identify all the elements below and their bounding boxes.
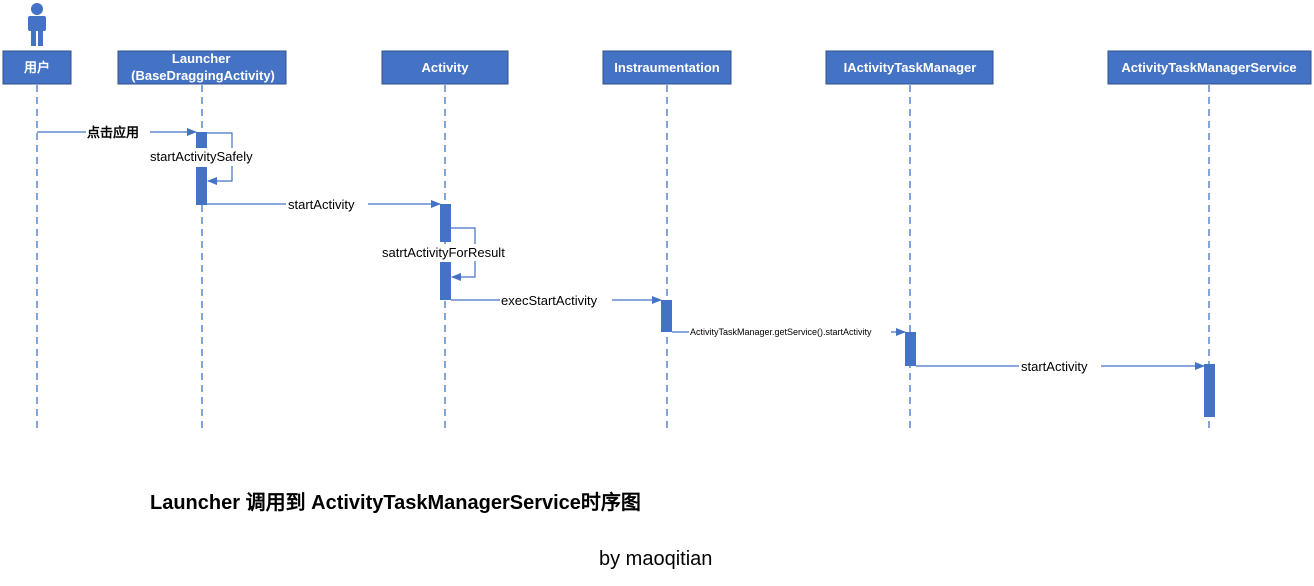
participant-instrumentation: Instraumentation: [602, 50, 732, 85]
activation-bar: [905, 332, 916, 366]
activation-bar: [661, 300, 672, 332]
message-label: execStartActivity: [501, 293, 598, 308]
message-label: 点击应用: [87, 125, 139, 140]
message-label: startActivity: [288, 197, 355, 212]
participant-iatm: IActivityTaskManager: [825, 50, 994, 85]
message-label: startActivity: [1021, 359, 1088, 374]
participant-label: ActivityTaskManagerService: [1121, 60, 1296, 75]
participant-launcher: Launcher (BaseDraggingActivity): [117, 50, 287, 85]
participant-label: Activity: [422, 60, 470, 75]
participant-label: 用户: [23, 60, 50, 75]
activation-bar: [440, 262, 451, 300]
activation-bar: [1204, 364, 1215, 417]
activation-bar: [440, 204, 451, 242]
participant-label: IActivityTaskManager: [844, 60, 977, 75]
activation-bar: [196, 167, 207, 205]
sequence-diagram: 用户 Launcher (BaseDraggingActivity) Activ…: [2, 3, 1312, 432]
participant-label: Instraumentation: [614, 60, 720, 75]
message-label: ActivityTaskManager.getService().startAc…: [690, 327, 872, 337]
diagram-caption: Launcher 调用到 ActivityTaskManagerService时…: [150, 492, 641, 514]
person-icon: [28, 3, 46, 46]
participant-user: 用户: [2, 50, 72, 85]
message-label: satrtActivityForResult: [382, 245, 505, 260]
activation-bar: [196, 132, 207, 148]
message-label: startActivitySafely: [150, 149, 253, 164]
participant-activity: Activity: [381, 50, 509, 85]
author-credit: by maoqitian: [599, 548, 713, 570]
participant-atms: ActivityTaskManagerService: [1107, 50, 1312, 85]
participant-label: Launcher (BaseDraggingActivity): [131, 51, 275, 83]
